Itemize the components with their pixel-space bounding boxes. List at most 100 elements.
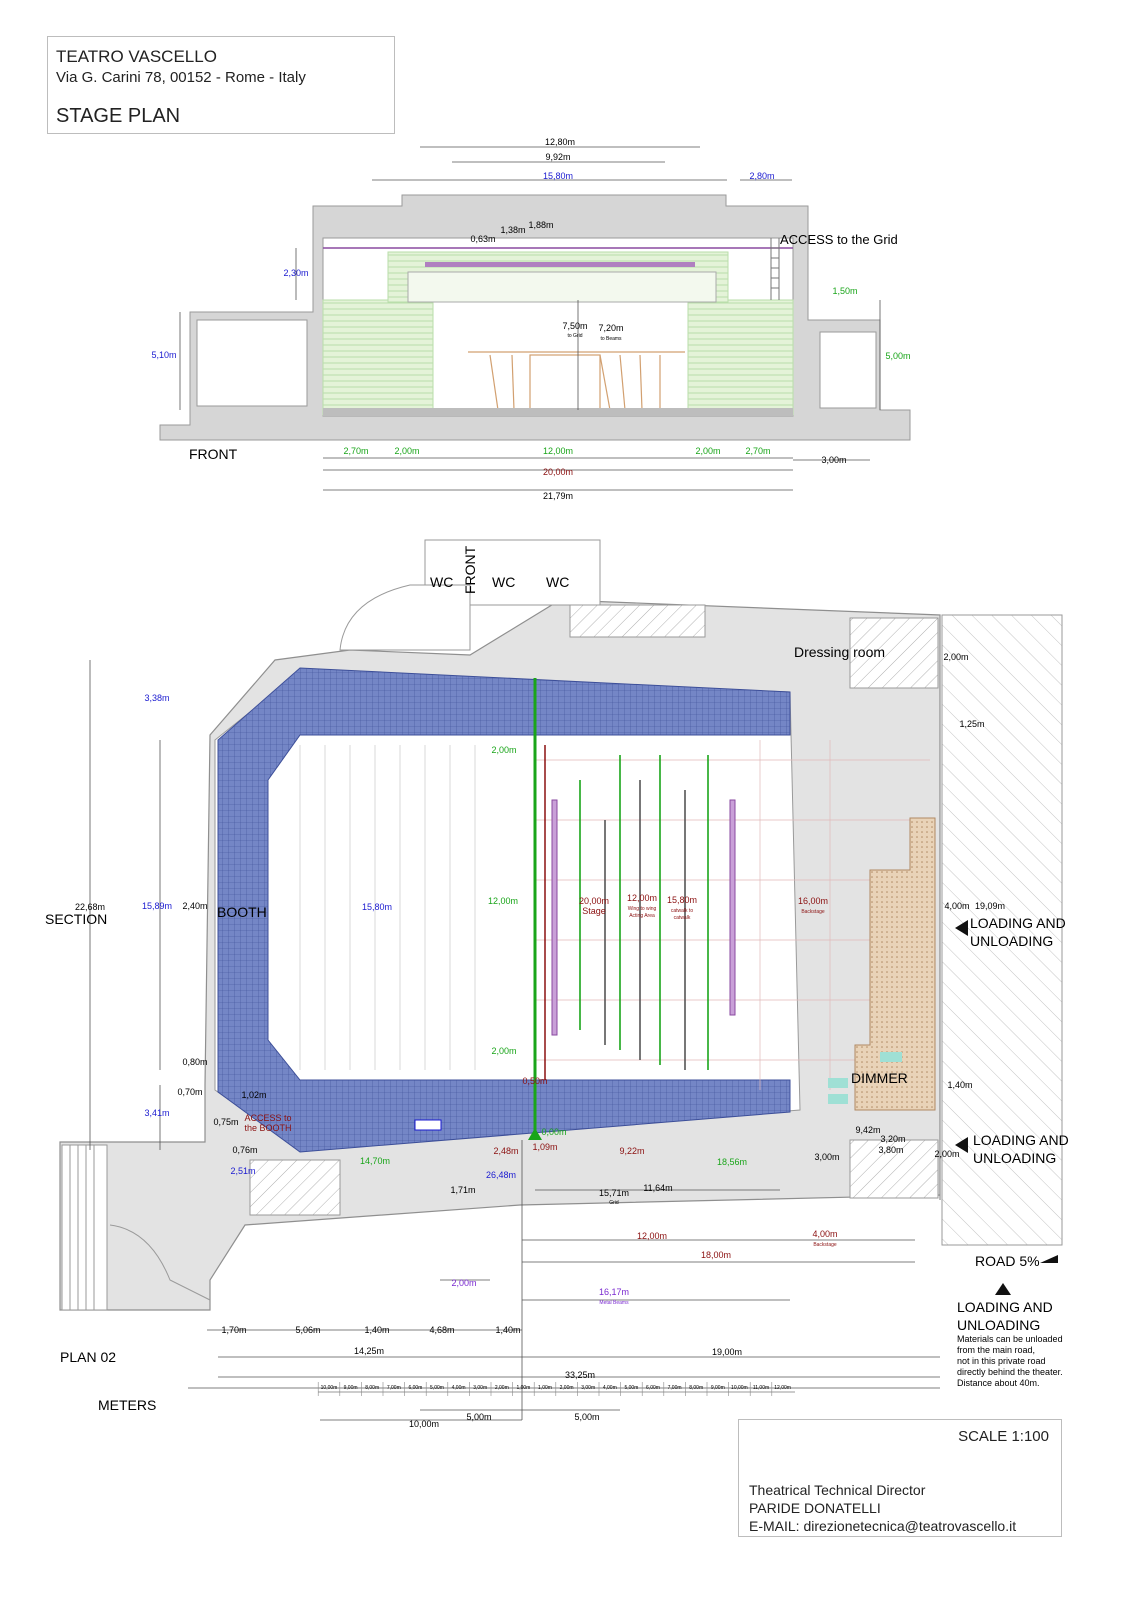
meter-scale-tick: 7,00m <box>668 1385 682 1391</box>
loading-arrow-2-icon <box>955 1137 968 1153</box>
plan-dim-2-51: 2,51m <box>230 1166 255 1176</box>
plan-dim-2-40: 2,40m <box>182 901 207 911</box>
sec-dim-1-88: 1,88m <box>528 220 553 230</box>
sec-dim-2-70-right: 2,70m <box>745 446 770 456</box>
plan-hatch-bottom-left <box>249 1159 341 1216</box>
sec-to-grid: to Grid <box>567 333 582 339</box>
theatre-name: TEATRO VASCELLO <box>56 47 217 66</box>
plan-dim-3-38: 3,38m <box>144 693 169 703</box>
sec-dim-2-00-left: 2,00m <box>394 446 419 456</box>
section-beam <box>425 262 695 267</box>
plan-dim-19-00: 19,00m <box>712 1347 742 1357</box>
section-front-label: FRONT <box>189 446 238 462</box>
access-booth-label-2: the BOOTH <box>244 1123 291 1133</box>
note-line-5: Distance about 40m. <box>957 1378 1040 1388</box>
plan-dim-26-48: 26,48m <box>486 1170 516 1180</box>
sec-dim-3-00: 3,00m <box>821 455 846 465</box>
section-right-wing <box>687 299 794 416</box>
plan-dim-0-75: 0,75m <box>213 1117 238 1127</box>
plan-dim-12-00-bottom: 12,00m <box>637 1231 667 1241</box>
plan-dimension-lines <box>89 660 940 1421</box>
scale-bar-5-right: 5,00m <box>574 1412 599 1422</box>
plan-dim-20-00: 20,00m <box>579 896 609 906</box>
plan-dim-2-00-dressing: 2,00m <box>943 652 968 662</box>
note-line-3: not in this private road <box>957 1356 1046 1366</box>
plan-dim-1-25: 1,25m <box>959 719 984 729</box>
loading-label-1a: LOADING AND <box>970 915 1066 931</box>
meter-scale-tick: 4,00m <box>452 1385 466 1391</box>
plan-dim-0-70: 0,70m <box>177 1087 202 1097</box>
meter-scale-tick: 9,00m <box>711 1385 725 1391</box>
meters-label: METERS <box>98 1397 156 1413</box>
scale-label: SCALE 1:100 <box>958 1428 1049 1445</box>
section-left-wing <box>322 299 434 416</box>
meter-scale-tick: 10,00m <box>321 1385 338 1391</box>
plan-dim-1-09: 1,09m <box>532 1142 557 1152</box>
plan-battens <box>579 755 709 1070</box>
sec-to-beams: to Beams <box>600 336 622 342</box>
plan-dimmer-unit-2 <box>828 1078 848 1088</box>
plan-room-labels: WC WC WC FRONT Dressing room SECTION BOO… <box>45 545 1069 1413</box>
theatre-address: Via G. Carini 78, 00152 - Rome - Italy <box>56 69 306 86</box>
section-front-room <box>196 319 308 407</box>
plan-dim-3-00: 3,00m <box>814 1152 839 1162</box>
plan-dim-0-76: 0,76m <box>232 1145 257 1155</box>
plan-dim-9-22: 9,22m <box>619 1146 644 1156</box>
sec-dim-5-10: 5,10m <box>151 350 176 360</box>
meter-scale-tick: 1,00m <box>538 1385 552 1391</box>
road-slope-icon <box>1040 1255 1058 1263</box>
plan-dim-2-00-right: 2,00m <box>934 1149 959 1159</box>
sec-dim-20-00: 20,00m <box>543 467 573 477</box>
plan-backstage-label-2: Backstage <box>813 1242 837 1248</box>
plan-backstage-label: Backstage <box>801 909 825 915</box>
plan-dim-12-00-prosc: 12,00m <box>488 896 518 906</box>
meter-scale-tick: 4,00m <box>603 1385 617 1391</box>
plan-dimension-labels: 3,38m 22,68m 15,89m 2,40m 15,80m 2,00m 1… <box>75 652 1005 1429</box>
plan-metal-beams-label: Metal Beams <box>599 1300 629 1306</box>
meter-scale-tick: 1,00m <box>516 1385 530 1391</box>
sec-dim-15-80: 15,80m <box>543 171 573 181</box>
title-block: TEATRO VASCELLO Via G. Carini 78, 00152 … <box>47 36 395 134</box>
meter-scale-tick: 3,00m <box>473 1385 487 1391</box>
plan-dim-18-00: 18,00m <box>701 1250 731 1260</box>
plan-dim-9-42: 9,42m <box>855 1125 880 1135</box>
meter-scale-tick: 2,00m <box>495 1385 509 1391</box>
section-grid-ladder <box>770 238 780 300</box>
meter-scale-tick: 12,00m <box>774 1385 791 1391</box>
section-access-grid-label: ACCESS to the Grid <box>780 232 898 247</box>
plan-dim-1-40-b: 1,40m <box>364 1325 389 1335</box>
loading-label-3b: UNLOADING <box>957 1317 1040 1333</box>
access-booth-label-1: ACCESS to <box>244 1113 291 1123</box>
note-line-2: from the main road, <box>957 1345 1035 1355</box>
plan-dim-33-25: 33,25m <box>565 1370 595 1380</box>
plan-acting-label: Acting Area <box>629 913 655 919</box>
plan-dim-15-80: 15,80m <box>362 902 392 912</box>
sec-dim-12-00: 12,00m <box>543 446 573 456</box>
meter-scale-tick: 8,00m <box>689 1385 703 1391</box>
plan-dim-2-48: 2,48m <box>493 1146 518 1156</box>
plan-dim-14-25: 14,25m <box>354 1346 384 1356</box>
plan-interior <box>214 671 801 1151</box>
plan-dim-1-02: 1,02m <box>241 1090 266 1100</box>
dimmer-label: DIMMER <box>851 1070 908 1086</box>
plan-dim-1-40-c: 1,40m <box>495 1325 520 1335</box>
meter-scale-tick: 5,00m <box>430 1385 444 1391</box>
sec-dim-2-70-left: 2,70m <box>343 446 368 456</box>
sheet-title: STAGE PLAN <box>56 105 181 127</box>
sec-dim-2-80: 2,80m <box>749 171 774 181</box>
plan-dim-18-56: 18,56m <box>717 1157 747 1167</box>
wc-label-3: WC <box>546 574 569 590</box>
scale-bar-10: 10,00m <box>409 1419 439 1429</box>
plan-dimmer-unit-1 <box>880 1052 902 1062</box>
meter-scale-tick: 6,00m <box>646 1385 660 1391</box>
plan-title: PLAN 02 <box>60 1349 116 1365</box>
plan-front-label: FRONT <box>462 545 478 594</box>
note-line-4: directly behind the theater. <box>957 1367 1063 1377</box>
scale-bar-5-left: 5,00m <box>466 1412 491 1422</box>
sec-dim-1-50: 1,50m <box>832 286 857 296</box>
plan-truss-2 <box>729 799 736 1016</box>
plan-dim-3-41: 3,41m <box>144 1108 169 1118</box>
meter-scale-tick: 7,00m <box>387 1385 401 1391</box>
section-set-truss <box>468 351 685 411</box>
plan-dim-11-64: 11,64m <box>643 1183 672 1193</box>
